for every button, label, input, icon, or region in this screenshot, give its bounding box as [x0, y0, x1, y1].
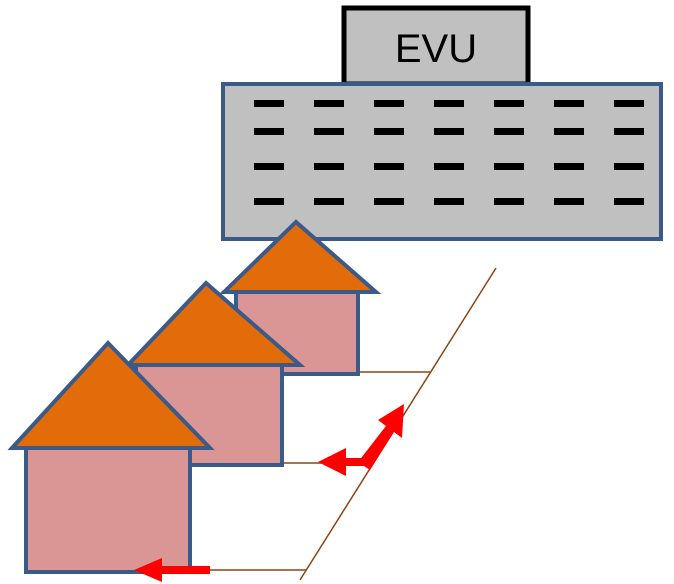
- house-1-wall: [24, 444, 192, 574]
- building-window: [494, 163, 524, 170]
- building-window: [374, 198, 404, 205]
- building-window: [554, 100, 584, 107]
- building-window: [374, 163, 404, 170]
- building-window: [554, 128, 584, 135]
- utility-label-box: EVU: [341, 5, 531, 87]
- building-window: [494, 128, 524, 135]
- building-window: [314, 163, 344, 170]
- building-window: [254, 128, 284, 135]
- utility-building-windows: [254, 100, 644, 205]
- utility-label: EVU: [395, 27, 477, 71]
- arrow-up-right-grid: [358, 404, 404, 470]
- building-window: [434, 163, 464, 170]
- house-3-roof: [219, 219, 382, 294]
- building-window: [434, 128, 464, 135]
- building-window: [554, 163, 584, 170]
- building-window: [554, 198, 584, 205]
- energy-arrows: [134, 404, 404, 582]
- arrow-left-house-2: [318, 448, 368, 476]
- building-window: [494, 100, 524, 107]
- building-window: [614, 128, 644, 135]
- building-window: [374, 100, 404, 107]
- building-window: [434, 198, 464, 205]
- house-1: [7, 340, 215, 574]
- building-window: [314, 128, 344, 135]
- building-window: [614, 163, 644, 170]
- building-window: [254, 100, 284, 107]
- building-window: [614, 198, 644, 205]
- building-window: [254, 198, 284, 205]
- building-window: [314, 198, 344, 205]
- arrow-left-house-1: [134, 558, 210, 582]
- utility-building-body: [221, 82, 663, 241]
- utility-building: [221, 82, 663, 241]
- house-2-roof: [123, 280, 306, 367]
- building-window: [614, 100, 644, 107]
- building-window: [254, 163, 284, 170]
- house-1-roof: [7, 340, 215, 450]
- building-window: [374, 128, 404, 135]
- building-window: [314, 100, 344, 107]
- building-window: [494, 198, 524, 205]
- building-window: [434, 100, 464, 107]
